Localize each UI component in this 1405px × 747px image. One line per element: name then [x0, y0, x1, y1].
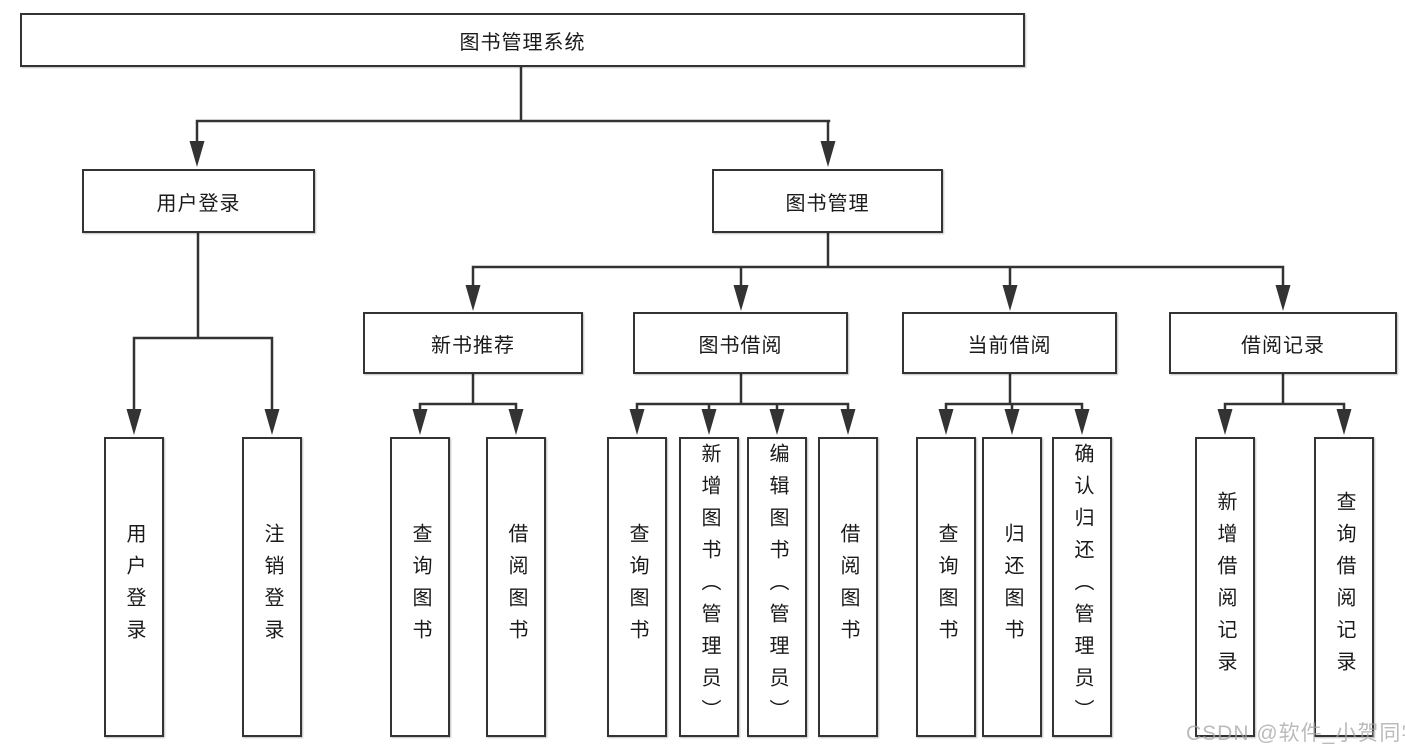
arrowhead-icon [1002, 285, 1018, 311]
leaf-add-borrow-record: 新增借阅记录 [1195, 437, 1255, 737]
node-label: 当前借阅 [967, 334, 1052, 357]
node-label: 图书管理 [785, 192, 870, 215]
leaf-borrow-books-1: 借阅图书 [486, 437, 546, 737]
leaf-logout: 注销登录 [242, 437, 302, 737]
leaf-query-books-3: 查询图书 [916, 437, 976, 737]
csdn-watermark: CSDN @软件_小贺同学 [1186, 722, 1405, 745]
leaf-user-login: 用户登录 [104, 437, 164, 737]
leaf-query-borrow-record: 查询借阅记录 [1314, 437, 1374, 737]
arrowhead-icon [1275, 285, 1291, 311]
arrowhead-icon [1336, 409, 1352, 435]
leaf-borrow-books-2: 借阅图书 [818, 437, 878, 737]
arrowhead-icon [701, 409, 717, 435]
leaf-return-books: 归还图书 [982, 437, 1042, 737]
arrowheads [126, 141, 1352, 435]
leaf-add-books-admin: 新增图书（管理员） [679, 437, 739, 737]
node-label: 用户登录 [156, 192, 241, 215]
node-root: 图书管理系统 [20, 13, 1025, 67]
leaf-label: 借阅图书 [837, 523, 859, 651]
node-book-management: 图书管理 [712, 169, 943, 233]
leaf-label: 查询图书 [409, 523, 431, 651]
node-user-login: 用户登录 [82, 169, 315, 233]
node-label: 图书借阅 [698, 334, 783, 357]
arrowhead-icon [820, 141, 836, 167]
leaf-query-books-1: 查询图书 [390, 437, 450, 737]
arrowhead-icon [465, 285, 481, 311]
leaf-label: 确认归还（管理员） [1071, 443, 1093, 731]
leaf-label: 用户登录 [123, 523, 145, 651]
leaf-label: 查询图书 [626, 523, 648, 651]
node-label: 借阅记录 [1241, 334, 1325, 357]
leaf-label: 编辑图书（管理员） [766, 443, 788, 731]
node-current-borrow: 当前借阅 [902, 312, 1117, 374]
arrowhead-icon [126, 409, 142, 435]
leaf-query-books-2: 查询图书 [607, 437, 667, 737]
leaf-confirm-return-admin: 确认归还（管理员） [1052, 437, 1112, 737]
arrowhead-icon [264, 409, 280, 435]
arrowhead-icon [840, 409, 856, 435]
leaf-label: 新增借阅记录 [1214, 491, 1236, 683]
node-label: 新书推荐 [431, 334, 515, 357]
arrowhead-icon [733, 285, 749, 311]
arrowhead-icon [938, 409, 954, 435]
arrowhead-icon [508, 409, 524, 435]
arrowhead-icon [189, 141, 205, 167]
leaf-label: 查询图书 [935, 523, 957, 651]
leaf-label: 注销登录 [261, 523, 283, 651]
leaf-label: 查询借阅记录 [1333, 491, 1355, 683]
arrowhead-icon [629, 409, 645, 435]
leaf-label: 归还图书 [1001, 523, 1023, 651]
leaf-edit-books-admin: 编辑图书（管理员） [747, 437, 807, 737]
leaf-label: 新增图书（管理员） [698, 443, 720, 731]
arrowhead-icon [769, 409, 785, 435]
arrowhead-icon [412, 409, 428, 435]
node-borrow-records: 借阅记录 [1169, 312, 1397, 374]
leaf-label: 借阅图书 [505, 523, 527, 651]
node-label: 图书管理系统 [459, 31, 586, 54]
node-new-book-recommend: 新书推荐 [363, 312, 583, 374]
arrowhead-icon [1074, 409, 1090, 435]
arrowhead-icon [1004, 409, 1020, 435]
node-book-borrow: 图书借阅 [633, 312, 848, 374]
arrowhead-icon [1217, 409, 1233, 435]
